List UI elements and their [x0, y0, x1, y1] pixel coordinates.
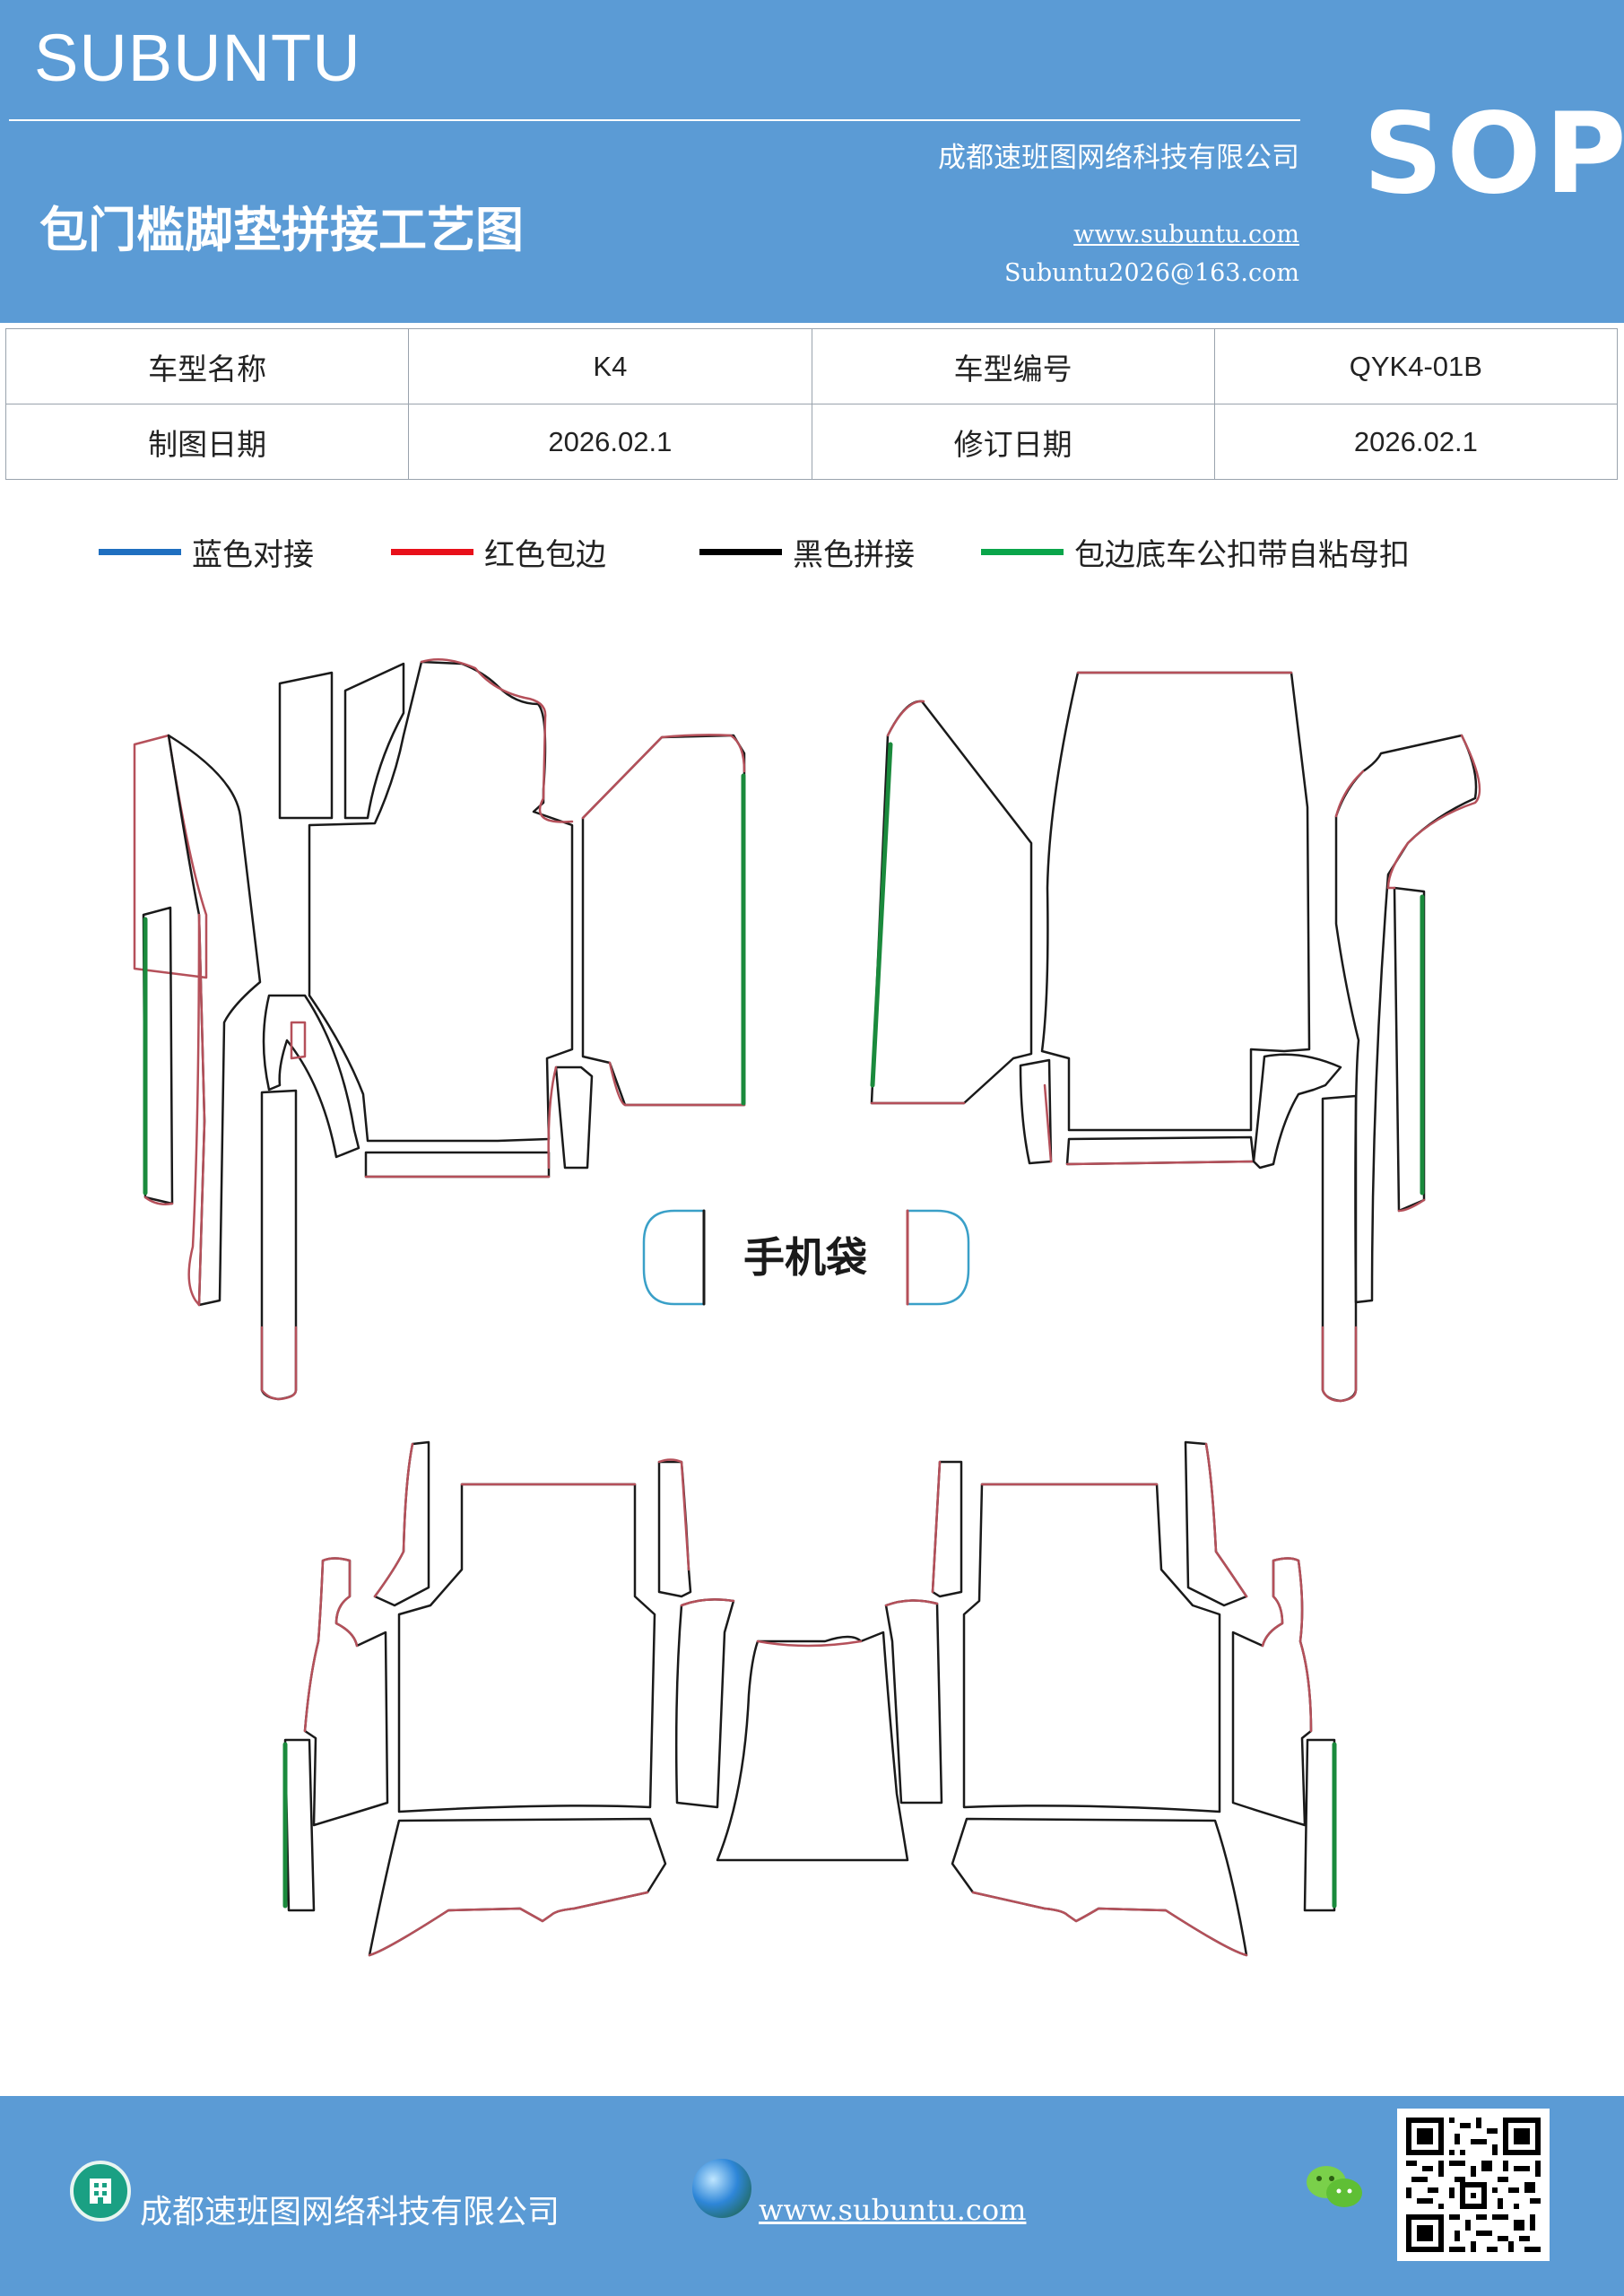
- phone-bag-right: [906, 1209, 970, 1306]
- header-banner: SUBUNTU 成都速班图网络科技有限公司 包门槛脚垫拼接工艺图 www.sub…: [0, 0, 1624, 323]
- mat-piece-rear-left-inner-strip: [680, 1598, 735, 1607]
- mat-piece-rear-right-inner-strip: [884, 1599, 939, 1607]
- mat-piece-driver-footbar: [364, 1151, 551, 1178]
- mat-piece-right-long-strip: [1321, 1094, 1358, 1403]
- draw-date-label: 制图日期: [4, 404, 410, 480]
- footer-banner: 成都速班图网络科技有限公司 www.subuntu.com: [0, 2096, 1624, 2296]
- mat-piece-rear-left-side: [303, 1557, 359, 1733]
- mat-piece-passenger-front-edge: [581, 734, 746, 820]
- model-code-label: 车型编号: [811, 328, 1215, 404]
- header-company-name: 成都速班图网络科技有限公司: [938, 142, 1299, 174]
- mat-piece-rear-right-left-panel: [870, 700, 1033, 1105]
- mat-piece-rear-left-inner: [657, 1458, 690, 1571]
- mat-piece-left-sill-strip: [187, 913, 206, 1307]
- mat-piece-right-sill-strip: [1334, 770, 1365, 818]
- mat-piece-rear-left-footrest: [368, 1817, 667, 1957]
- mat-piece-left-hook: [262, 994, 360, 1159]
- mat-piece-left-long-strip: [260, 1326, 298, 1401]
- qr-code: [1397, 2109, 1550, 2261]
- model-name-label: 车型名称: [4, 328, 410, 404]
- mat-piece-rear-right-green-strip: [1303, 1738, 1336, 1912]
- legend-red-edge: 红色包边: [391, 525, 606, 578]
- legend-label: 蓝色对接: [192, 536, 314, 573]
- building-icon: [70, 2161, 131, 2222]
- footer-company-name: 成都速班图网络科技有限公司: [140, 2194, 560, 2231]
- legend-swatch-green: [981, 548, 1064, 555]
- mat-piece-left-narrow-strip: [143, 1196, 174, 1205]
- footer-website-link[interactable]: www.subuntu.com: [759, 2193, 1027, 2227]
- mat-piece-center-tunnel: [716, 1631, 909, 1862]
- phone-bag-label: 手机袋: [743, 1233, 867, 1282]
- mat-piece-rear-right-inner: [931, 1460, 942, 1594]
- mat-piece-small-connector: [1043, 1083, 1053, 1163]
- header-email: Subuntu2026@163.com: [1004, 259, 1299, 287]
- mat-piece-left-hook: [290, 1021, 307, 1060]
- mat-piece-right-long-strip: [1321, 1326, 1358, 1403]
- mat-piece-small-connector: [554, 1065, 594, 1170]
- mat-piece-passenger-front: [581, 734, 746, 1107]
- sop-label: SOP: [1363, 90, 1624, 219]
- table-row: 车型名称 K4 车型编号 QYK4-01B: [4, 328, 1619, 404]
- legend-label: 红色包边: [484, 536, 606, 573]
- mat-piece-right-narrow-strip: [1386, 886, 1426, 1213]
- mat-piece-rear-right-footrest: [971, 1891, 1248, 1957]
- revise-date-value: 2026.02.1: [1213, 404, 1619, 480]
- mat-piece-left-long-strip: [260, 1089, 298, 1401]
- legend-swatch-black: [699, 548, 782, 555]
- model-name-value: K4: [408, 328, 812, 404]
- table-row: 制图日期 2026.02.1 修订日期 2026.02.1: [4, 404, 1619, 480]
- mat-piece-small-connector: [547, 1065, 558, 1170]
- header-website-link[interactable]: www.subuntu.com: [1073, 221, 1299, 248]
- mat-piece-small-rect: [343, 662, 405, 820]
- legend-green-strip: 包边底车公扣带自粘母扣: [981, 525, 1410, 578]
- legend-swatch-red: [391, 548, 473, 555]
- mat-piece-rear-right-footbar: [1065, 1160, 1255, 1166]
- mat-piece-left-sill-strip: [167, 734, 262, 1307]
- legend-swatch-blue: [99, 548, 181, 555]
- floor-mat-diagram: 手机袋: [133, 657, 1481, 1957]
- phone-bag-left: [642, 1209, 706, 1306]
- mat-piece-left-narrow-strip: [142, 906, 174, 1205]
- mat-piece-right-narrow-strip: [1393, 886, 1426, 1213]
- mat-piece-passenger-front-edge: [608, 1061, 746, 1107]
- revise-date-label: 修订日期: [811, 404, 1215, 480]
- mat-piece-rear-left-upright: [373, 1440, 430, 1607]
- mat-piece-right-sill-strip: [1334, 734, 1478, 1304]
- mat-piece-rear-left-main: [397, 1483, 656, 1813]
- globe-icon: [692, 2159, 751, 2218]
- mat-piece-right-hook: [1252, 1053, 1342, 1170]
- brand-logo-text: SUBUNTU: [34, 21, 361, 95]
- mat-piece-driver-main-edge: [420, 657, 574, 823]
- header-divider: [9, 119, 1300, 121]
- mat-piece-rear-left-upright: [373, 1442, 414, 1598]
- mat-piece-rear-right-left-panel: [886, 700, 925, 737]
- wechat-icon[interactable]: [1303, 2161, 1366, 2214]
- model-code-value: QYK4-01B: [1213, 328, 1619, 404]
- legend-label: 黑色拼接: [793, 536, 915, 573]
- legend-black-seam: 黑色拼接: [699, 525, 915, 578]
- mat-piece-rear-left-green-strip: [283, 1738, 316, 1912]
- mat-piece-right-sill-strip: [1386, 734, 1481, 890]
- vehicle-info-table: 车型名称 K4 车型编号 QYK4-01B 制图日期 2026.02.1 修订日…: [4, 328, 1619, 480]
- mat-piece-rear-right-footbar: [1065, 1135, 1255, 1166]
- mat-piece-small-rect: [278, 671, 334, 820]
- legend-blue-joint: 蓝色对接: [99, 525, 314, 578]
- mat-piece-rear-left-inner-strip: [674, 1598, 735, 1809]
- document-title: 包门槛脚垫拼接工艺图: [39, 201, 524, 258]
- mat-piece-driver-main: [308, 660, 574, 1143]
- mat-piece-rear-right-side: [1261, 1557, 1313, 1733]
- mat-piece-rear-right-footrest: [951, 1817, 1248, 1957]
- mat-piece-rear-right-main: [962, 1483, 1221, 1813]
- mat-piece-center-tunnel: [756, 1639, 863, 1648]
- mat-piece-rear-left-footrest: [368, 1891, 649, 1957]
- mat-piece-small-connector: [1019, 1058, 1053, 1165]
- draw-date-value: 2026.02.1: [408, 404, 812, 480]
- legend-label: 包边底车公扣带自粘母扣: [1074, 536, 1410, 573]
- mat-piece-rear-right-upright: [1204, 1442, 1248, 1598]
- mat-piece-rear-right-main: [1040, 671, 1311, 1132]
- green-strip-mark: [870, 742, 893, 1088]
